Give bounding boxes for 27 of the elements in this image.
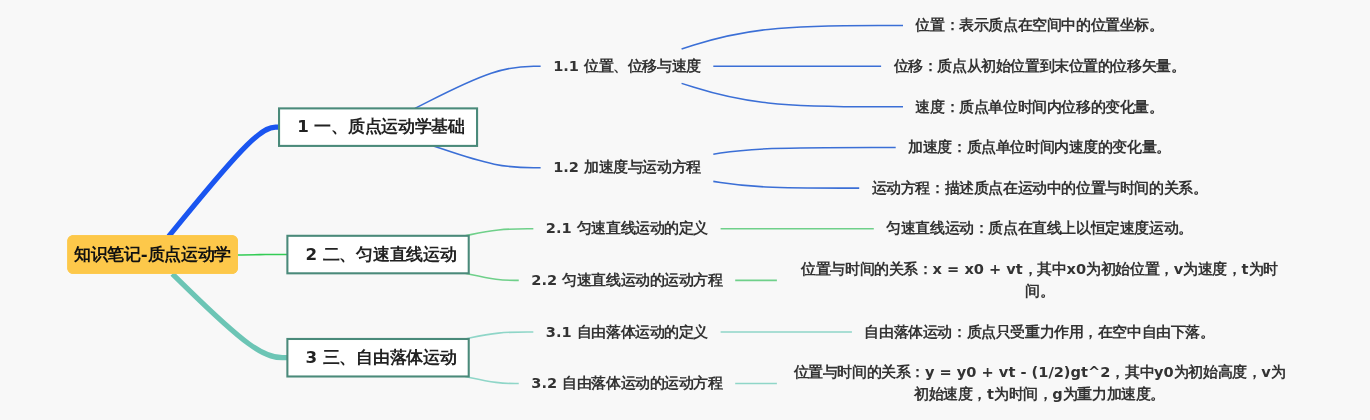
node-box: 3 三、自由落体运动 (286, 337, 470, 378)
node-text: 速度：质点单位时间内位移的变化量。 (915, 97, 1164, 115)
node-text: 位置与时间的关系：y = y0 + vt - (1/2)gt^2，其中y0为初始高度，v为初始速度，t为时间，g为重力加速度。 (793, 363, 1286, 403)
node-box: 1 一、质点运动学基础 (278, 107, 479, 147)
node-text: 3.1 自由落体运动的定义 (545, 323, 709, 340)
connector (719, 331, 853, 333)
connector (712, 180, 860, 189)
connector (680, 24, 904, 50)
connector (734, 382, 778, 385)
connector (719, 228, 875, 230)
node-text: 位置：表示质点在空间中的位置坐标。 (915, 16, 1164, 34)
node-text: 加速度：质点单位时间内速度的变化量。 (908, 138, 1171, 156)
node-text: 2.2 匀速直线运动的运动方程 (531, 271, 723, 289)
node-text: 1.2 加速度与运动方程 (553, 158, 701, 176)
node-text: 1.1 位置、位移与速度 (553, 57, 701, 74)
connector (680, 82, 904, 108)
connector (712, 146, 897, 155)
node-text: 运动方程：描述质点在运动中的位置与时间的关系。 (871, 179, 1208, 196)
connector (712, 65, 882, 67)
node-box: 2 二、匀速直线运动 (286, 234, 470, 275)
node-text: 位置与时间的关系：x = x0 + vt，其中x0为初始位置，v为速度，t为时间。 (801, 260, 1278, 300)
node-text: 3.2 自由落体运动的运动方程 (531, 374, 723, 392)
node-text: 位移：质点从初始位置到末位置的位移矢量。 (893, 57, 1186, 74)
node-text: 自由落体运动：质点只受重力作用，在空中自由下落。 (864, 323, 1215, 340)
connector (734, 279, 778, 282)
node-text: 2.1 匀速直线运动的定义 (545, 219, 709, 237)
node-text: 匀速直线运动：质点在直线上以恒定速度运动。 (886, 219, 1193, 237)
